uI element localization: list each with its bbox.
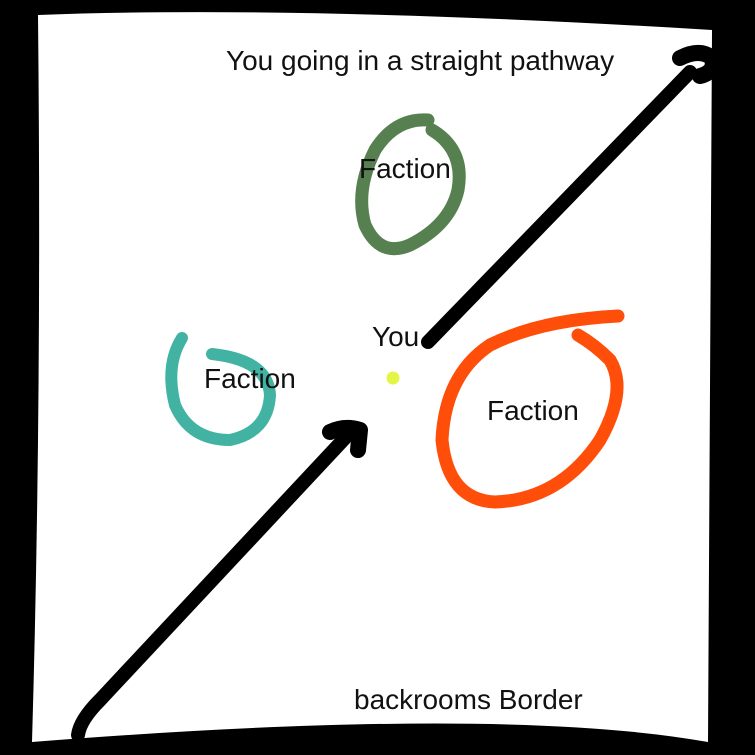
paper-sheet <box>32 12 712 742</box>
faction-orange-label: Faction <box>487 395 579 426</box>
upper-arrow-icon <box>421 45 721 349</box>
faction-orange-circle-icon <box>435 309 625 509</box>
faction-green-circle-icon <box>355 113 466 256</box>
faction-teal-circle-icon <box>165 332 277 447</box>
lower-arrow-icon <box>71 419 368 742</box>
you-dot-icon <box>386 371 400 385</box>
faction-green-label: Faction <box>359 153 451 184</box>
you-label: You <box>372 321 420 352</box>
faction-teal-label: Faction <box>204 363 296 394</box>
top-caption: You going in a straight pathway <box>226 45 615 76</box>
border-label: backrooms Border <box>354 684 583 715</box>
